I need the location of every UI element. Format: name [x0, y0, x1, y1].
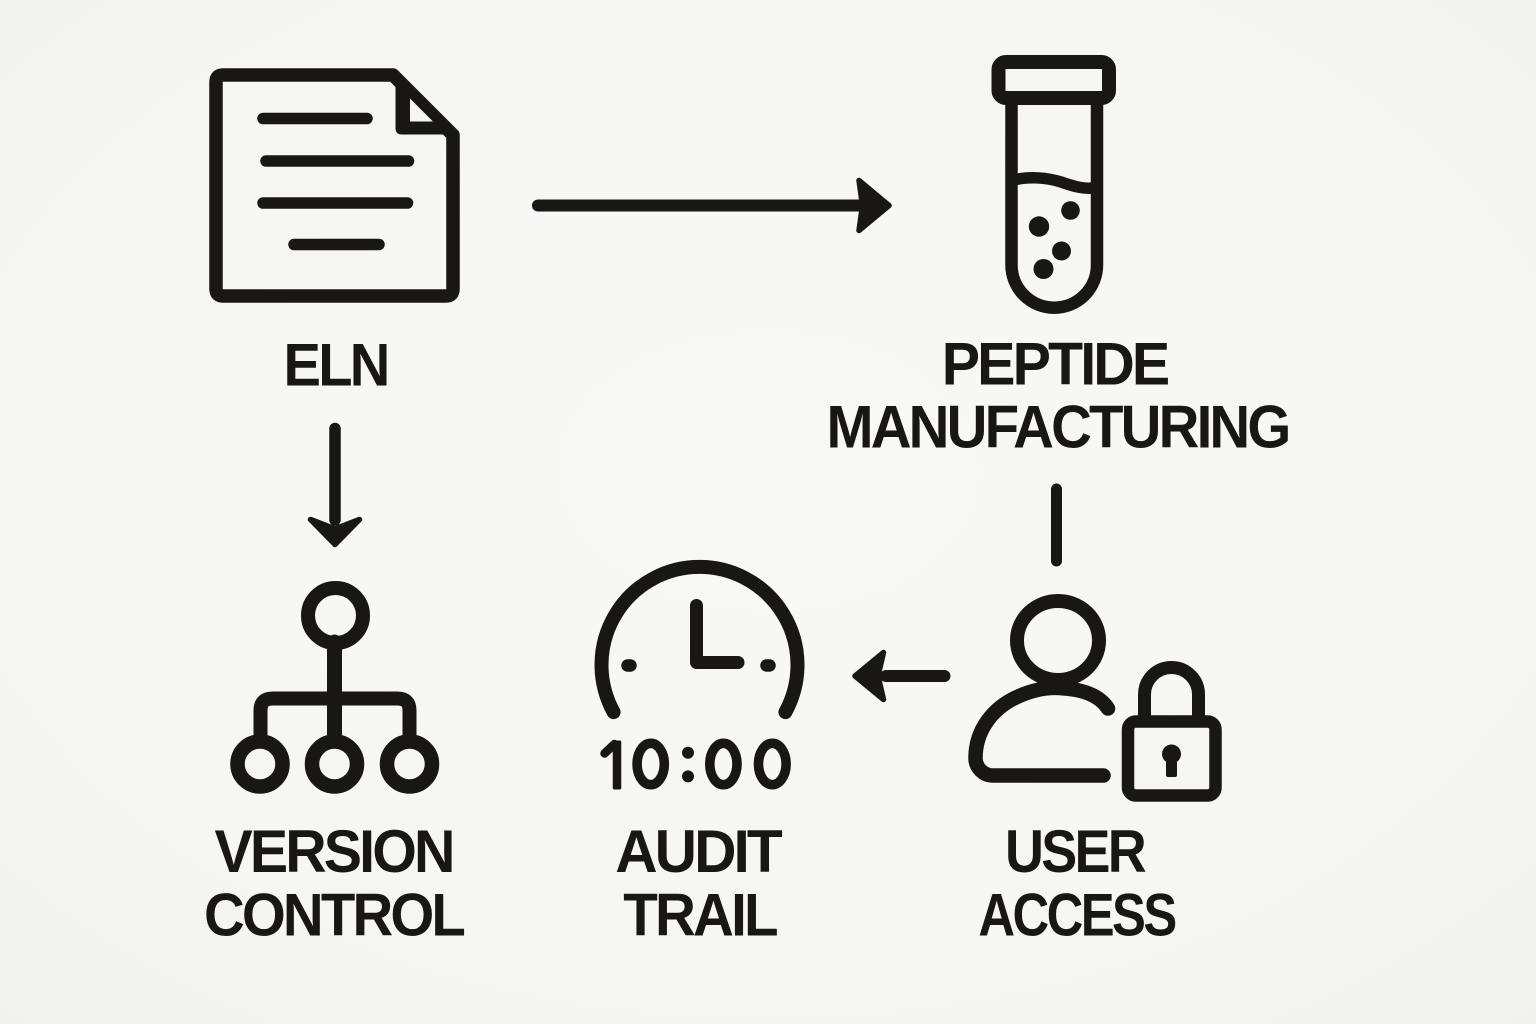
svg-text:CONTROL: CONTROL — [204, 882, 464, 949]
svg-text:ACCESS: ACCESS — [978, 882, 1175, 949]
svg-text:VERSION: VERSION — [214, 819, 452, 885]
svg-text:ELN: ELN — [284, 332, 388, 399]
svg-text:USER: USER — [1005, 818, 1147, 885]
svg-text:AUDIT: AUDIT — [615, 817, 782, 885]
svg-text:TRAIL: TRAIL — [623, 882, 777, 949]
svg-text:PEPTIDE: PEPTIDE — [942, 331, 1168, 397]
svg-text:MANUFACTURING: MANUFACTURING — [827, 394, 1289, 461]
